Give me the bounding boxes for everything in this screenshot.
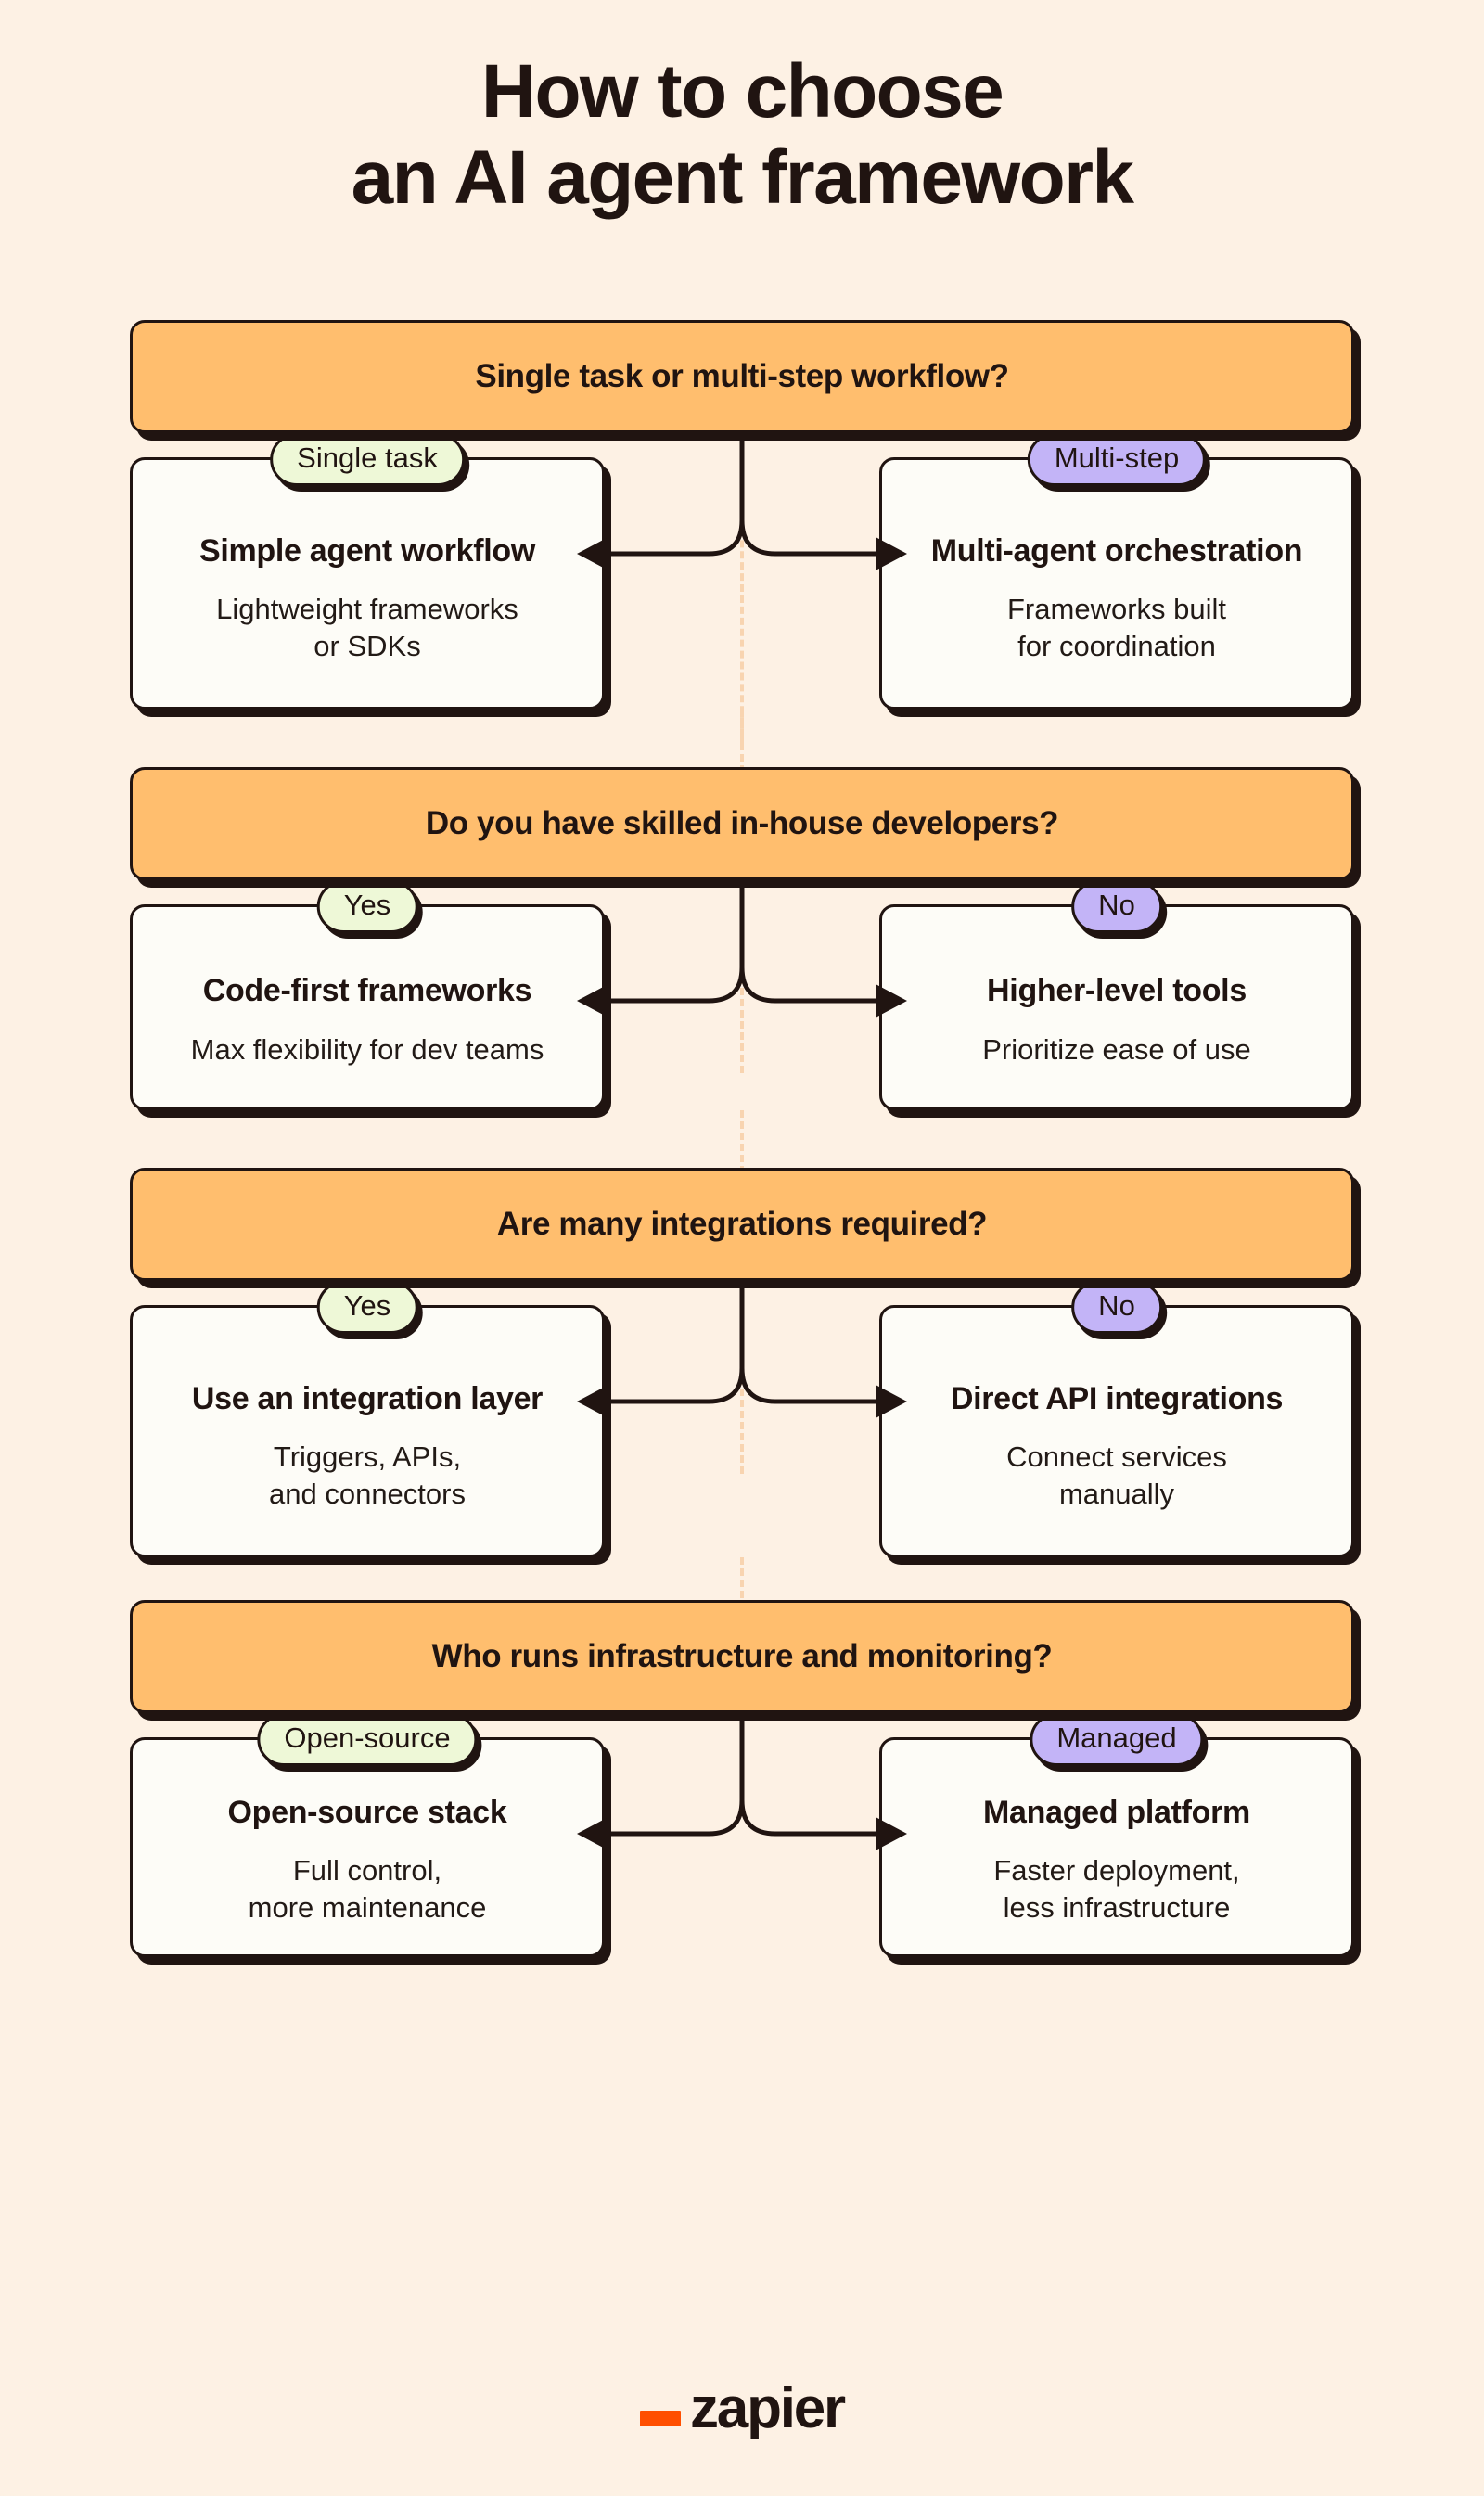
question-bar-wrap-4: Who runs infrastructure and monitoring? <box>130 1600 1354 1713</box>
card-desc-line-2: or SDKs <box>313 629 421 662</box>
card-desc-line-1: Faster deployment, <box>993 1854 1240 1888</box>
decision-section-3: Are many integrations required? Yes Use … <box>130 1110 1354 1557</box>
card-title: Simple agent workflow <box>198 532 536 569</box>
card-desc: Full control, more maintenance <box>164 1852 570 1926</box>
title-line-1: How to choose <box>480 49 1004 134</box>
card-desc: Triggers, APIs, and connectors <box>164 1439 570 1512</box>
decision-section-4: Who runs infrastructure and monitoring? … <box>130 1557 1354 1957</box>
outcome-card-right-2[interactable]: Higher-level tools Prioritize ease of us… <box>879 904 1354 1110</box>
fork-connector-1 <box>577 432 907 570</box>
card-desc-line-2: for coordination <box>1017 629 1216 662</box>
branch-left-3: Yes Use an integration layer Triggers, A… <box>130 1281 605 1557</box>
branch-row-1: Single task Simple agent workflow Lightw… <box>130 432 1354 710</box>
branch-pill-left-3[interactable]: Yes <box>316 1281 418 1334</box>
card-desc: Lightweight frameworks or SDKs <box>164 591 570 664</box>
branch-left-1: Single task Simple agent workflow Lightw… <box>130 433 605 710</box>
branch-right-4: Managed Managed platform Faster deployme… <box>879 1713 1354 1957</box>
card-title: Code-first frameworks <box>202 973 532 1009</box>
card-desc-line-2: more maintenance <box>248 1891 487 1925</box>
decision-section-2: Do you have skilled in-house developers?… <box>130 710 1354 1110</box>
branch-pill-left-4[interactable]: Open-source <box>257 1713 478 1766</box>
question-bar-wrap-1: Single task or multi-step workflow? <box>130 320 1354 433</box>
branch-left-4: Open-source Open-source stack Full contr… <box>130 1713 605 1957</box>
fork-connector-4 <box>577 1712 907 1850</box>
decision-flowchart: Single task or multi-step workflow? Sing… <box>130 320 1354 1957</box>
branch-row-3: Yes Use an integration layer Triggers, A… <box>130 1280 1354 1557</box>
branch-pill-right-1[interactable]: Multi-step <box>1027 433 1207 486</box>
zapier-wordmark: zapier <box>690 2375 846 2440</box>
outcome-card-right-1[interactable]: Multi-agent orchestration Frameworks bui… <box>879 457 1354 710</box>
card-desc: Connect services manually <box>914 1439 1320 1512</box>
card-desc-line-1: Triggers, APIs, <box>273 1440 462 1474</box>
fork-connector-3 <box>577 1280 907 1418</box>
question-text-3: Are many integrations required? <box>496 1206 988 1242</box>
decision-section-1: Single task or multi-step workflow? Sing… <box>130 320 1354 747</box>
page-title: How to choose an AI agent framework <box>0 48 1484 222</box>
branch-right-1: Multi-step Multi-agent orchestration Fra… <box>879 433 1354 710</box>
outcome-card-right-4[interactable]: Managed platform Faster deployment, less… <box>879 1737 1354 1957</box>
card-title: Higher-level tools <box>987 973 1247 1009</box>
question-text-2: Do you have skilled in-house developers? <box>425 805 1059 841</box>
card-desc-line-1: Lightweight frameworks <box>216 593 518 626</box>
question-bar-3[interactable]: Are many integrations required? <box>130 1168 1354 1281</box>
branch-row-2: Yes Code-first frameworks Max flexibilit… <box>130 879 1354 1110</box>
dashed-spine-1 <box>740 441 744 747</box>
branch-pill-left-1[interactable]: Single task <box>270 433 465 486</box>
zapier-underscore-icon <box>640 2411 681 2426</box>
question-bar-wrap-3: Are many integrations required? <box>130 1168 1354 1281</box>
question-bar-1[interactable]: Single task or multi-step workflow? <box>130 320 1354 433</box>
card-desc: Max flexibility for dev teams <box>190 1032 544 1066</box>
card-desc-line-1: Full control, <box>292 1854 442 1888</box>
card-title: Direct API integrations <box>950 1380 1284 1416</box>
card-desc-line-2: less infrastructure <box>1003 1891 1231 1925</box>
card-title: Multi-agent orchestration <box>930 532 1303 569</box>
branch-right-2: No Higher-level tools Prioritize ease of… <box>879 880 1354 1110</box>
card-title: Open-source stack <box>227 1795 507 1830</box>
branch-pill-right-2[interactable]: No <box>1071 880 1162 933</box>
zapier-logo[interactable]: zapier <box>0 2375 1484 2440</box>
branch-left-2: Yes Code-first frameworks Max flexibilit… <box>130 880 605 1110</box>
card-desc-line-1: Connect services <box>1006 1440 1227 1474</box>
card-desc: Faster deployment, less infrastructure <box>914 1852 1320 1926</box>
card-desc: Prioritize ease of use <box>982 1032 1251 1066</box>
card-desc-line-2: and connectors <box>269 1477 466 1510</box>
card-desc-line-2: manually <box>1058 1477 1175 1510</box>
card-desc-line-1: Frameworks built <box>1007 593 1226 626</box>
branch-pill-left-2[interactable]: Yes <box>316 880 418 933</box>
outcome-card-right-3[interactable]: Direct API integrations Connect services… <box>879 1305 1354 1557</box>
outcome-card-left-3[interactable]: Use an integration layer Triggers, APIs,… <box>130 1305 605 1557</box>
branch-right-3: No Direct API integrations Connect servi… <box>879 1281 1354 1557</box>
title-line-2: an AI agent framework <box>351 135 1134 221</box>
card-title: Managed platform <box>982 1795 1250 1830</box>
branch-pill-right-3[interactable]: No <box>1071 1281 1162 1334</box>
question-bar-2[interactable]: Do you have skilled in-house developers? <box>130 767 1354 880</box>
question-text-1: Single task or multi-step workflow? <box>475 358 1009 394</box>
card-title: Use an integration layer <box>191 1380 544 1416</box>
card-desc: Frameworks built for coordination <box>914 591 1320 664</box>
branch-row-4: Open-source Open-source stack Full contr… <box>130 1712 1354 1957</box>
question-text-4: Who runs infrastructure and monitoring? <box>431 1638 1053 1674</box>
branch-pill-right-4[interactable]: Managed <box>1030 1713 1204 1766</box>
outcome-card-left-2[interactable]: Code-first frameworks Max flexibility fo… <box>130 904 605 1110</box>
outcome-card-left-1[interactable]: Simple agent workflow Lightweight framew… <box>130 457 605 710</box>
question-bar-wrap-2: Do you have skilled in-house developers? <box>130 767 1354 880</box>
outcome-card-left-4[interactable]: Open-source stack Full control, more mai… <box>130 1737 605 1957</box>
question-bar-4[interactable]: Who runs infrastructure and monitoring? <box>130 1600 1354 1713</box>
